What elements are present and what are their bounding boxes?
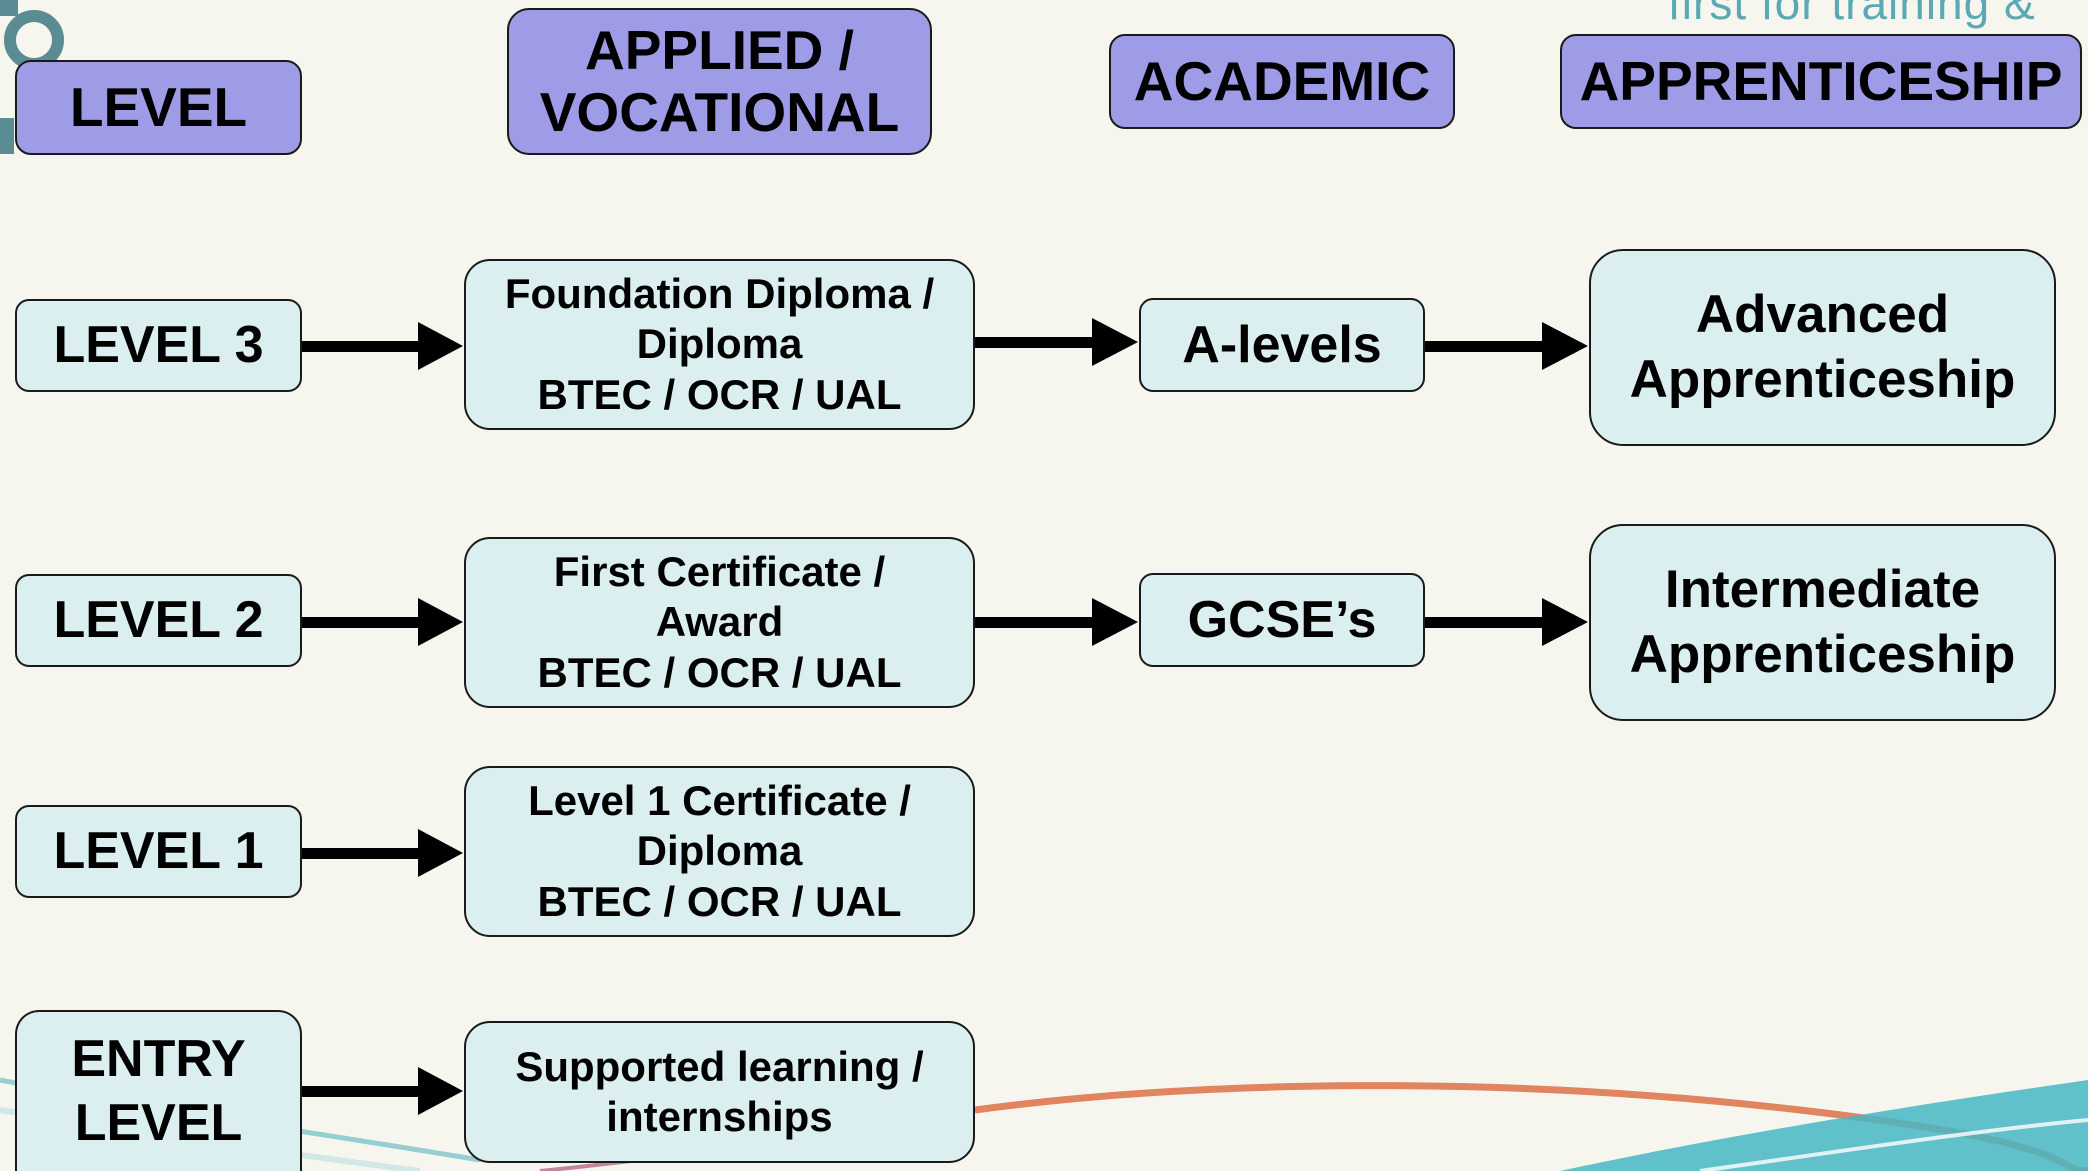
level-3-academic: A-levels: [1139, 298, 1425, 392]
white-swoosh: [1699, 1118, 2088, 1171]
header-applied-vocational: APPLIED / VOCATIONAL: [507, 8, 932, 155]
level-2-label: LEVEL 2: [15, 574, 302, 667]
level-1-vocational: Level 1 Certificate / Diploma BTEC / OCR…: [464, 766, 975, 937]
arrow-shaft-l2-3: [1425, 617, 1545, 628]
arrow-head-l2-3: [1542, 598, 1588, 646]
arrow-head-l3-3: [1542, 322, 1588, 370]
arrow-shaft-l3-1: [302, 341, 422, 352]
level-3-label: LEVEL 3: [15, 299, 302, 392]
header-academic: ACADEMIC: [1109, 34, 1455, 129]
level-3-vocational: Foundation Diploma / Diploma BTEC / OCR …: [464, 259, 975, 430]
arrow-head-l3-1: [418, 322, 463, 370]
arrow-shaft-l3-2: [975, 337, 1095, 348]
entry-level-label: ENTRY LEVEL: [15, 1010, 302, 1171]
level-2-academic: GCSE’s: [1139, 573, 1425, 667]
level-1-label: LEVEL 1: [15, 805, 302, 898]
brand-tagline: first for training &: [1668, 0, 2036, 29]
logo-fragment-top: [0, 0, 18, 16]
arrow-head-l1-1: [418, 829, 463, 877]
arrow-head-l2-2: [1092, 598, 1138, 646]
arrow-head-l2-1: [418, 598, 463, 646]
level-2-apprenticeship: Intermediate Apprenticeship: [1589, 524, 2056, 721]
arrow-shaft-l2-1: [302, 617, 422, 628]
arrow-shaft-entry-1: [302, 1086, 422, 1097]
logo-fragment-bottom: [0, 118, 14, 154]
arrow-shaft-l2-2: [975, 617, 1095, 628]
level-2-vocational: First Certificate / Award BTEC / OCR / U…: [464, 537, 975, 708]
header-level: LEVEL: [15, 60, 302, 155]
arrow-shaft-l3-3: [1425, 341, 1545, 352]
arrow-shaft-l1-1: [302, 848, 422, 859]
level-3-apprenticeship: Advanced Apprenticeship: [1589, 249, 2056, 446]
arrow-head-entry-1: [418, 1067, 463, 1115]
teal-swoosh: [1560, 1080, 2088, 1171]
arrow-head-l3-2: [1092, 318, 1138, 366]
entry-level-vocational: Supported learning / internships: [464, 1021, 975, 1163]
header-apprenticeship: APPRENTICESHIP: [1560, 34, 2082, 129]
